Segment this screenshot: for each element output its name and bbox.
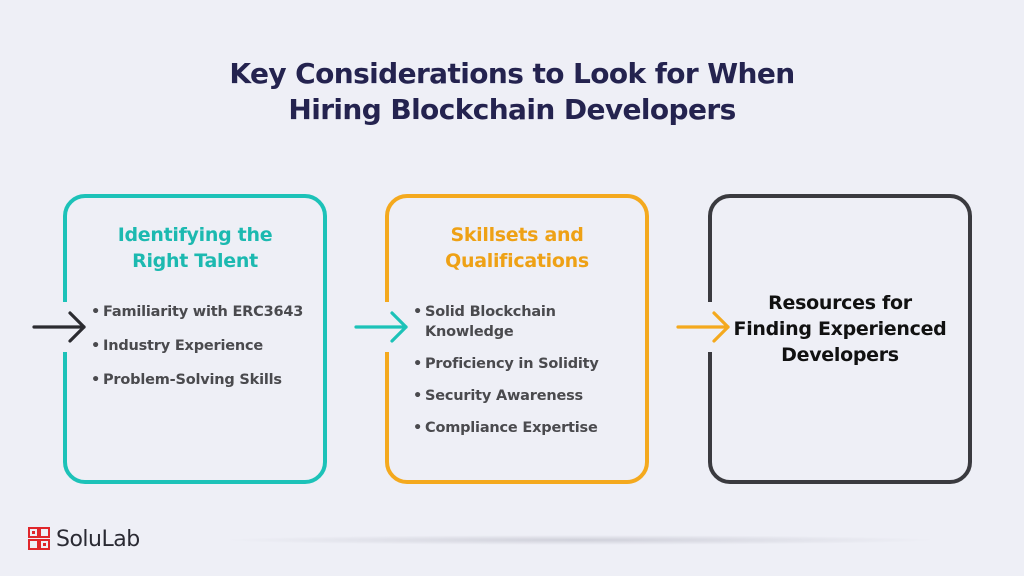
bullet-list: •Solid Blockchain Knowledge •Proficiency…: [413, 302, 635, 450]
list-item-label: Industry Experience: [103, 338, 264, 354]
card-skillsets: Skillsets and Qualifications •Solid Bloc…: [385, 194, 649, 484]
card-title-line-1: Identifying the: [117, 224, 273, 246]
card-title: Identifying the Right Talent: [67, 222, 323, 274]
card-title-line-3: Developers: [781, 344, 899, 366]
list-item-label: Solid Blockchain Knowledge: [425, 304, 556, 340]
card-resources: Resources for Finding Experienced Develo…: [708, 194, 972, 484]
bullet-dot-icon: •: [91, 372, 101, 388]
arrow-right-icon: [676, 311, 730, 343]
solulab-logo-icon: [28, 527, 50, 550]
logo-text: SoluLab: [56, 526, 140, 552]
bullet-dot-icon: •: [91, 338, 101, 354]
card-identifying-talent: Identifying the Right Talent •Familiarit…: [63, 194, 327, 484]
page-title: Key Considerations to Look for When Hiri…: [0, 56, 1024, 128]
page-title-line-1: Key Considerations to Look for When: [229, 57, 795, 90]
list-item: •Problem-Solving Skills: [91, 370, 313, 390]
bullet-dot-icon: •: [413, 304, 423, 320]
list-item: •Solid Blockchain Knowledge: [413, 302, 635, 342]
card-title-line-2: Qualifications: [445, 250, 589, 272]
card-title-line-2: Right Talent: [132, 250, 258, 272]
bullet-dot-icon: •: [413, 420, 423, 436]
card-title-line-1: Skillsets and: [450, 224, 584, 246]
list-item: •Proficiency in Solidity: [413, 354, 635, 374]
bullet-dot-icon: •: [413, 356, 423, 372]
list-item-label: Compliance Expertise: [425, 420, 598, 436]
list-item-label: Problem-Solving Skills: [103, 372, 282, 388]
list-item-label: Proficiency in Solidity: [425, 356, 599, 372]
list-item: •Familiarity with ERC3643: [91, 302, 313, 322]
card-title: Resources for Finding Experienced Develo…: [712, 290, 968, 368]
list-item: •Industry Experience: [91, 336, 313, 356]
list-item: •Security Awareness: [413, 386, 635, 406]
footer-shadow: [220, 535, 940, 545]
card-title-line-2: Finding Experienced: [733, 318, 947, 340]
page-title-line-2: Hiring Blockchain Developers: [288, 93, 736, 126]
arrow-right-icon: [354, 311, 408, 343]
bullet-dot-icon: •: [413, 388, 423, 404]
list-item-label: Familiarity with ERC3643: [103, 304, 304, 320]
solulab-logo: SoluLab: [28, 523, 140, 555]
list-item: •Compliance Expertise: [413, 418, 635, 438]
arrow-right-icon: [32, 311, 86, 343]
card-title-line-1: Resources for: [768, 292, 912, 314]
card-title: Skillsets and Qualifications: [389, 222, 645, 274]
bullet-list: •Familiarity with ERC3643 •Industry Expe…: [91, 302, 313, 404]
list-item-label: Security Awareness: [425, 388, 583, 404]
bullet-dot-icon: •: [91, 304, 101, 320]
